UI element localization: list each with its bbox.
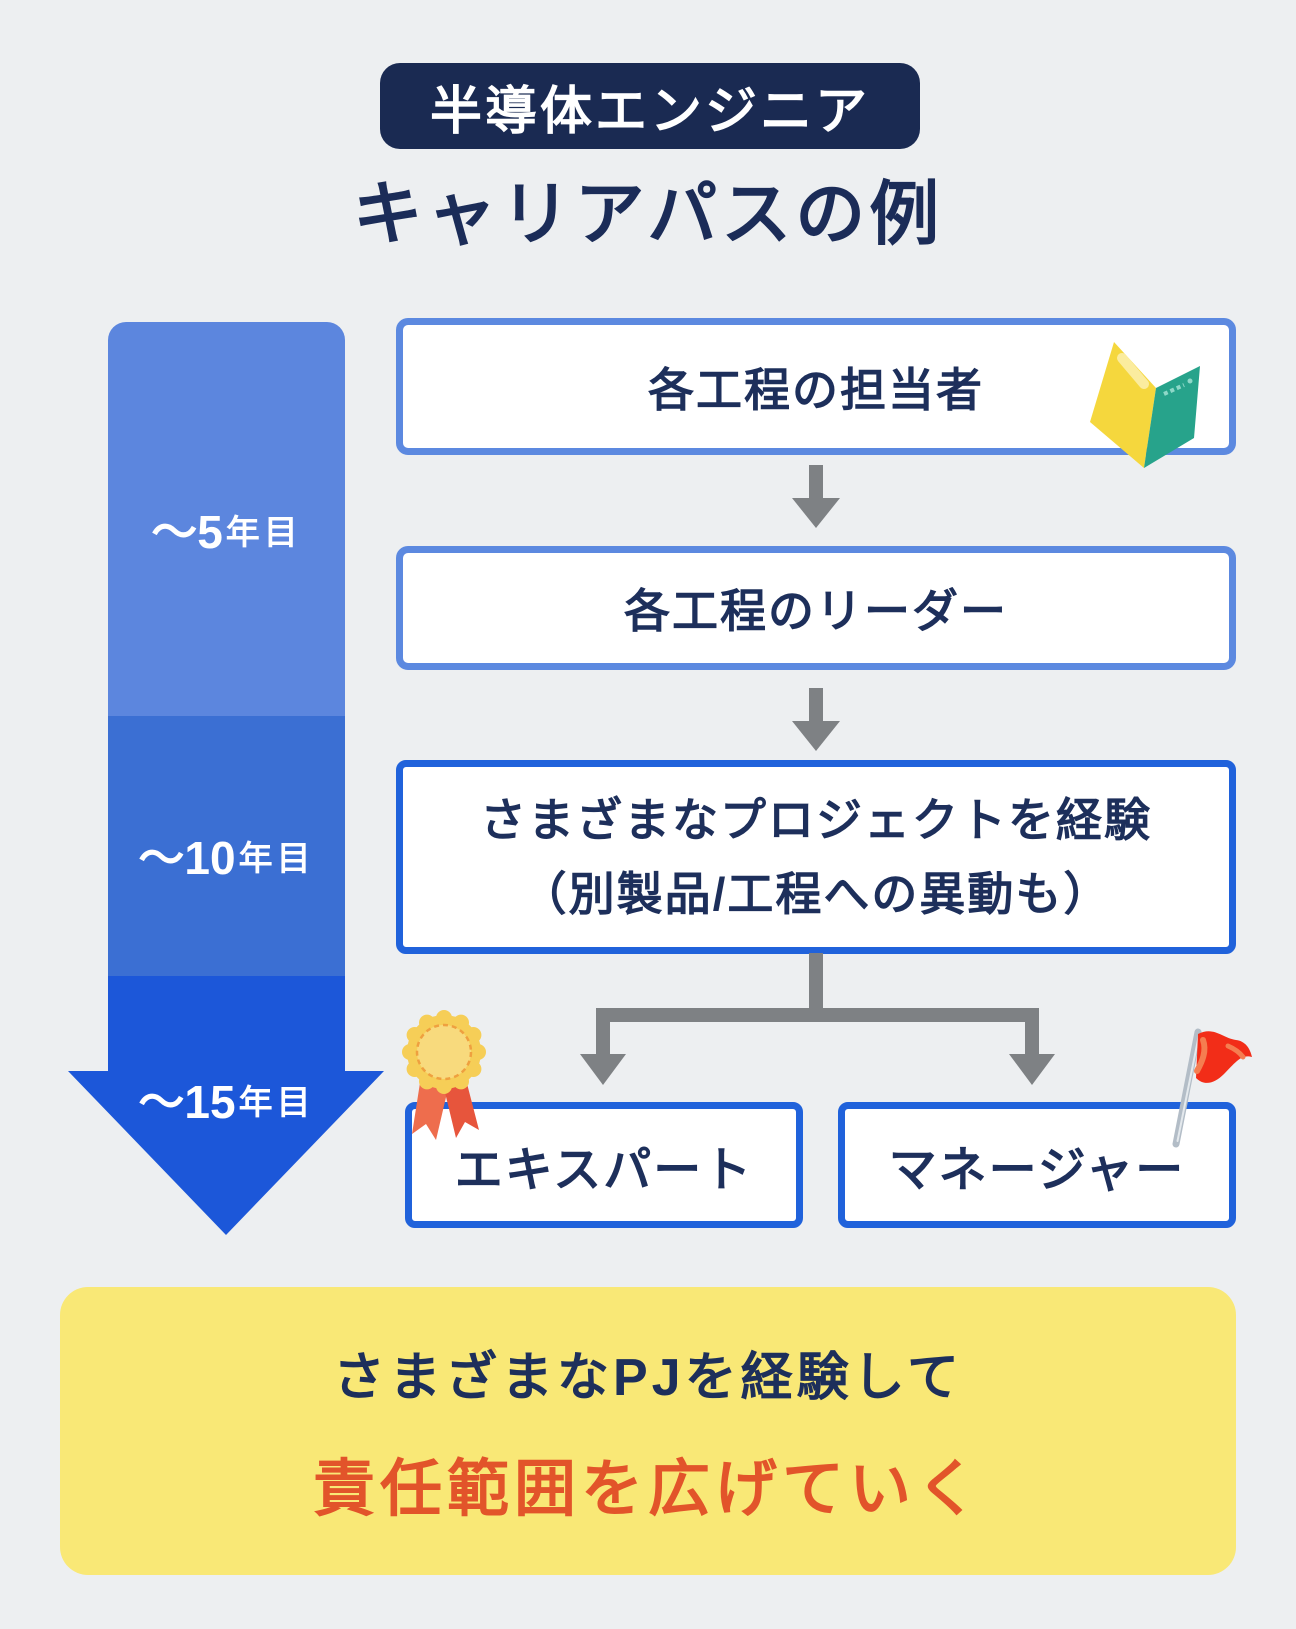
summary-line2: 責任範囲を広げていく [312, 1454, 983, 1524]
year-suffix: 年目 [225, 513, 302, 552]
timeline-label-10years: 〜10 年目 [68, 824, 385, 886]
year-number: 〜10 [138, 832, 236, 884]
down-arrow-icon [792, 498, 840, 528]
timeline-label-15years: 〜15 年目 [68, 1068, 385, 1130]
year-suffix: 年目 [238, 839, 315, 878]
down-arrow-icon [809, 688, 823, 722]
flow-box-label: 各工程の担当者 [648, 363, 984, 416]
flow-box-label: エキスパート [454, 1144, 754, 1197]
page-title: キャリアパスの例 [352, 175, 944, 253]
branch-right-arm [1025, 1008, 1039, 1056]
badge-label: 半導体エンジニア [429, 82, 870, 141]
timeline-segment-2 [108, 716, 345, 976]
branch-left-arm [596, 1008, 610, 1056]
flow-box-projects: さまざまなプロジェクトを経験 （別製品/工程への異動も） [396, 760, 1236, 954]
flow-box-process-staff: 各工程の担当者 [396, 318, 1236, 455]
flow-box-label: 各工程のリーダー [624, 585, 1008, 637]
timeline-segment-3 [108, 976, 345, 1072]
flow-box-line1: さまざまなプロジェクトを経験 [480, 794, 1152, 846]
flag-icon [1172, 1028, 1252, 1148]
flow-box-process-leader: 各工程のリーダー [396, 546, 1236, 670]
branch-right-arrowhead-icon [1009, 1054, 1055, 1085]
down-arrow-icon [809, 465, 823, 499]
timeline-label-5years: 〜5 年目 [68, 498, 385, 560]
summary-panel: さまざまなPJを経験して 責任範囲を広げていく [60, 1287, 1236, 1575]
branch-horizontal-connector [596, 1008, 1039, 1022]
flow-box-manager: マネージャー [838, 1102, 1236, 1228]
summary-line1: さまざまなPJを経験して [332, 1348, 964, 1407]
branch-left-arrowhead-icon [580, 1054, 626, 1085]
timeline-arrowhead [68, 1071, 384, 1235]
timeline-segment-1 [108, 322, 345, 716]
flow-box-line2: （別製品/工程への異動も） [520, 868, 1112, 920]
year-number: 〜15 [138, 1076, 236, 1128]
year-suffix: 年目 [238, 1083, 315, 1122]
year-number: 〜5 [151, 506, 223, 558]
beginner-book-icon [1090, 342, 1200, 468]
title-badge: 半導体エンジニア [380, 63, 920, 149]
flow-box-label: マネージャー [888, 1144, 1186, 1197]
down-arrow-icon [792, 721, 840, 751]
branch-stem-connector [809, 953, 823, 1015]
medal-icon [402, 1010, 486, 1140]
